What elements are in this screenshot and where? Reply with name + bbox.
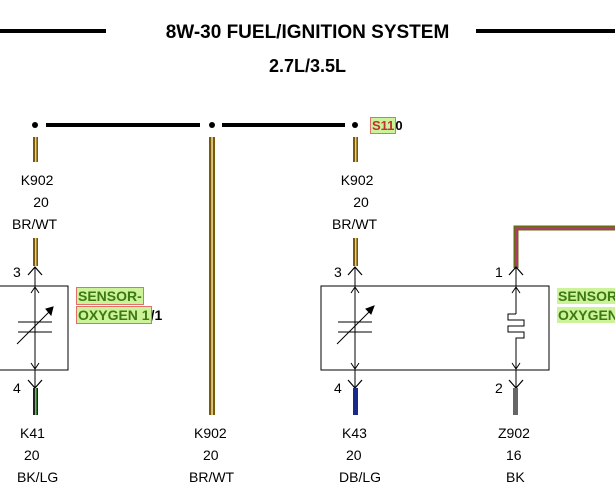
wire-label-bottom-left: K41 20 BK/LG <box>17 425 59 485</box>
wire-color: BR/WT <box>12 216 58 232</box>
wire-color: BK <box>506 469 525 485</box>
sensor-left-label: SENSOR- OXYGEN 1/1 <box>76 287 163 325</box>
heater-element-symbol <box>507 286 525 370</box>
wire-gauge: 20 <box>346 447 362 463</box>
splice-id-suffix: 0 <box>395 118 403 133</box>
variable-resistor-symbol-mid <box>336 286 375 370</box>
wire-label-bottom-mid2: K43 20 DB/LG <box>339 425 382 485</box>
wire-gauge: 16 <box>506 447 522 463</box>
sensor-left-suffix: /1 <box>150 307 163 323</box>
wire-circuit: K43 <box>342 425 367 441</box>
sensor-right-box <box>320 285 550 371</box>
wire-gauge: 20 <box>203 447 219 463</box>
splice-id: S11 <box>369 117 397 134</box>
page-title: 8W-30 FUEL/IGNITION SYSTEM <box>165 22 450 43</box>
pin-right-bottom: 2 <box>495 380 503 396</box>
pin-left-bottom: 4 <box>13 380 21 396</box>
wire-color: DB/LG <box>339 469 382 485</box>
wire-top-left <box>33 137 38 162</box>
wire-label-top-left: K902 20 BR/WT <box>12 172 57 232</box>
wire-bottom-left <box>33 388 38 415</box>
wire-bottom-mid2 <box>353 388 358 415</box>
wire-color: BK/LG <box>17 469 59 485</box>
wire-gauge: 20 <box>33 194 49 210</box>
sensor-left-line1: SENSOR- <box>76 287 144 305</box>
wire-circuit: K41 <box>20 425 45 441</box>
wire-mid-to-pin3-stripe <box>355 238 357 266</box>
wire-circuit: K902 <box>20 172 54 188</box>
splice-node-left <box>32 122 38 128</box>
wire-left-to-pin3-stripe <box>35 238 37 266</box>
wire-right-to-pin1 <box>513 225 615 268</box>
sensor-right-label: SENSOR OXYGEN <box>557 287 615 325</box>
wire-color: BR/WT <box>332 216 378 232</box>
wire-circuit: K902 <box>194 425 227 441</box>
pin-mid-top: 3 <box>334 264 342 280</box>
sensor-left-line2: OXYGEN 1 <box>76 306 152 324</box>
wire-circuit: Z902 <box>498 425 530 441</box>
wire-gauge: 20 <box>353 194 369 210</box>
wire-circuit: K902 <box>340 172 374 188</box>
wire-gauge: 20 <box>24 447 40 463</box>
sensor-right-line1: SENSOR <box>557 288 615 304</box>
splice-label: S110 <box>369 117 403 134</box>
pin-right-top: 1 <box>495 264 503 280</box>
splice-node-right <box>352 122 358 128</box>
wire-label-bottom-mid: K902 20 BR/WT <box>189 425 234 485</box>
page-subtitle: 2.7L/3.5L <box>268 56 347 76</box>
wire-bottom-right <box>513 388 518 415</box>
sensor-left-box <box>0 285 69 371</box>
pin-left-top: 3 <box>13 264 21 280</box>
sensor-right-line2: OXYGEN <box>557 307 615 323</box>
wire-label-bottom-right: Z902 16 BK <box>498 425 530 485</box>
wire-middle-long <box>209 137 215 415</box>
splice-node-mid <box>209 122 215 128</box>
variable-resistor-symbol-left <box>16 286 54 370</box>
wiring-diagram <box>0 29 615 415</box>
pin-mid-bottom: 4 <box>334 380 342 396</box>
wire-label-top-mid: K902 20 BR/WT <box>332 172 377 232</box>
wire-top-mid2 <box>353 137 358 162</box>
wire-color: BR/WT <box>189 469 235 485</box>
